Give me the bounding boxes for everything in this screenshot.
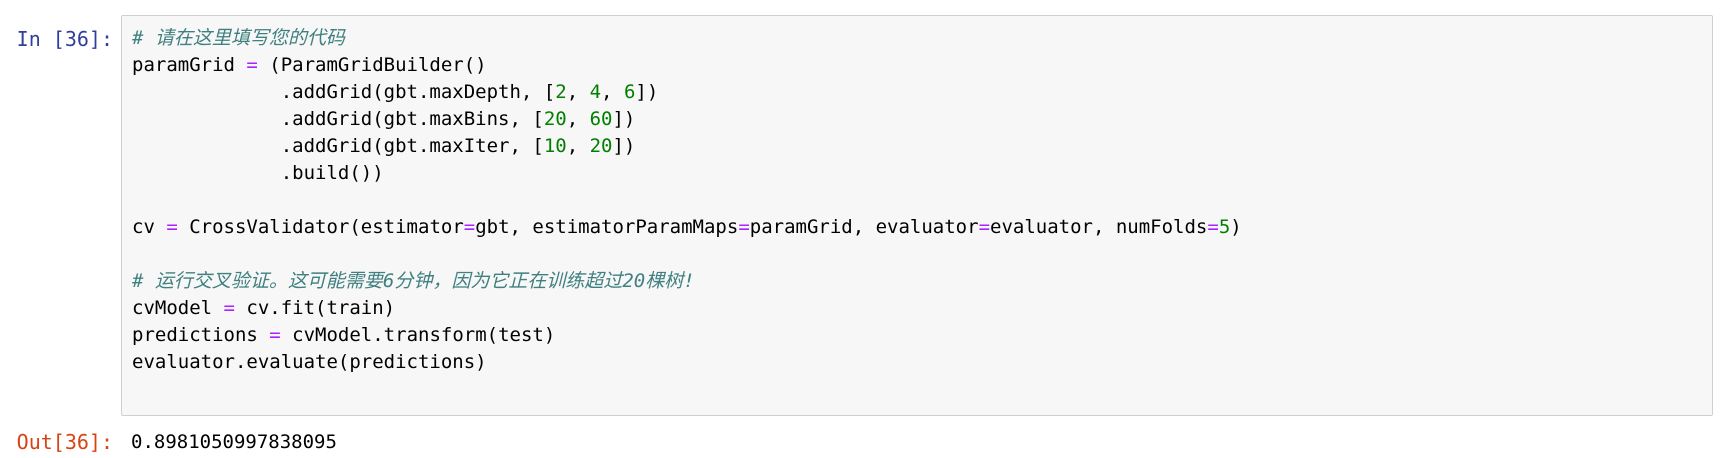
code-operator: = — [223, 297, 235, 319]
code-token: cvModel.transform(test) — [280, 324, 556, 346]
code-token: , — [566, 135, 590, 157]
code-token: gbt, estimatorParamMaps — [475, 216, 739, 238]
code-line: predictions = cvModel.transform(test) — [132, 322, 1242, 349]
code-token: .addGrid(gbt.maxIter, [ — [132, 135, 544, 157]
code-line: .addGrid(gbt.maxIter, [10, 20]) — [132, 133, 1242, 160]
code-token: ]) — [635, 81, 659, 103]
code-token: , — [566, 108, 590, 130]
code-line: cv = CrossValidator(estimator=gbt, estim… — [132, 214, 1242, 241]
code-token: evaluator.evaluate(predictions) — [132, 351, 487, 373]
code-line: .addGrid(gbt.maxDepth, [2, 4, 6]) — [132, 79, 1242, 106]
code-number: 60 — [589, 108, 613, 130]
code-line — [132, 187, 1242, 214]
code-token: paramGrid — [132, 54, 247, 76]
code-line: .build()) — [132, 160, 1242, 187]
code-content[interactable]: # 请在这里填写您的代码 paramGrid = (ParamGridBuilde… — [132, 25, 1242, 376]
code-token: .build()) — [132, 162, 384, 184]
code-token: predictions — [132, 324, 270, 346]
code-line: cvModel = cv.fit(train) — [132, 295, 1242, 322]
code-number: 5 — [1218, 216, 1231, 238]
code-line: .addGrid(gbt.maxBins, [20, 60]) — [132, 106, 1242, 133]
code-token: ) — [1230, 216, 1242, 238]
code-number: 4 — [589, 81, 602, 103]
code-line: paramGrid = (ParamGridBuilder() — [132, 52, 1242, 79]
code-operator: = — [978, 216, 991, 238]
code-token: cv.fit(train) — [234, 297, 396, 319]
code-line: # 请在这里填写您的代码 — [132, 25, 1242, 52]
code-token: cv — [132, 216, 167, 238]
code-comment: # 运行交叉验证。这可能需要6分钟，因为它正在训练超过20棵树! — [132, 270, 695, 292]
input-prompt: In [36]: — [16, 27, 113, 51]
cell-output: 0.8981050997838095 — [131, 431, 337, 453]
code-number: 20 — [543, 108, 567, 130]
code-token: , — [601, 81, 624, 103]
code-token: cvModel — [132, 297, 224, 319]
code-line — [132, 241, 1242, 268]
code-token: CrossValidator(estimator — [177, 216, 464, 238]
code-editor[interactable]: # 请在这里填写您的代码 paramGrid = (ParamGridBuilde… — [121, 15, 1713, 416]
code-comment: # 请在这里填写您的代码 — [132, 27, 345, 49]
code-line: evaluator.evaluate(predictions) — [132, 349, 1242, 376]
code-number: 10 — [543, 135, 567, 157]
code-token: .addGrid(gbt.maxDepth, [ — [132, 81, 556, 103]
code-number: 20 — [589, 135, 613, 157]
code-token: evaluator, numFolds — [990, 216, 1208, 238]
code-token: ]) — [612, 135, 636, 157]
code-operator: = — [738, 216, 750, 238]
code-token: , — [566, 81, 590, 103]
code-operator: = — [269, 324, 281, 346]
code-line: # 运行交叉验证。这可能需要6分钟，因为它正在训练超过20棵树! — [132, 268, 1242, 295]
code-number: 6 — [623, 81, 636, 103]
code-token: (ParamGridBuilder() — [257, 54, 487, 76]
code-operator: = — [463, 216, 476, 238]
output-prompt: Out[36]: — [16, 430, 113, 454]
code-token: paramGrid, evaluator — [749, 216, 979, 238]
code-operator: = — [246, 54, 258, 76]
code-number: 2 — [555, 81, 567, 103]
code-operator: = — [166, 216, 178, 238]
code-token: .addGrid(gbt.maxBins, [ — [132, 108, 544, 130]
code-operator: = — [1207, 216, 1219, 238]
code-token: ]) — [612, 108, 636, 130]
